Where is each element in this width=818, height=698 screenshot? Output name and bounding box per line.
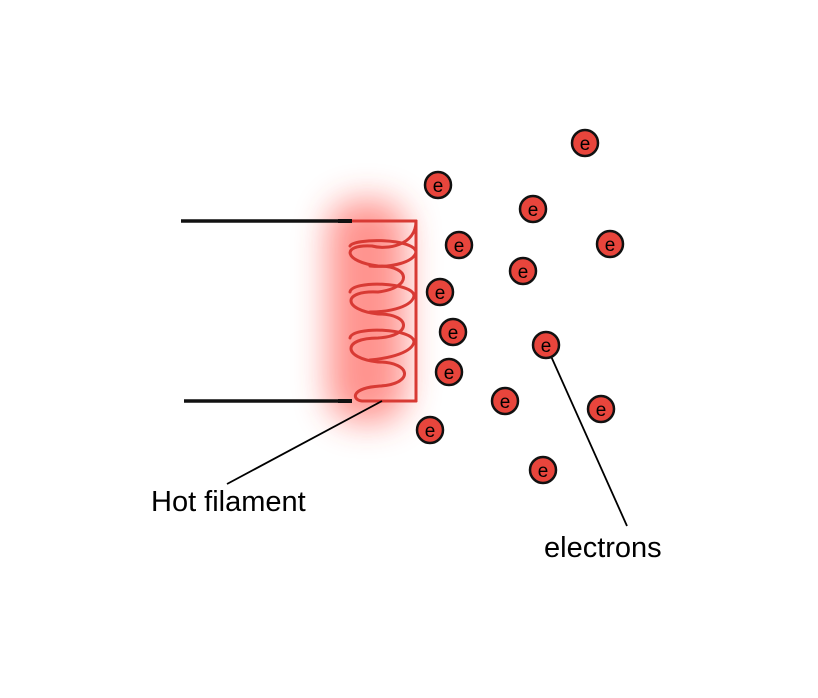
- filament-leader-line: [226, 400, 383, 485]
- electron: e: [423, 170, 453, 200]
- electron: e: [434, 357, 464, 387]
- svg-text:e: e: [580, 134, 591, 155]
- svg-text:e: e: [596, 400, 607, 421]
- electron: e: [528, 455, 558, 485]
- electron: e: [425, 277, 455, 307]
- svg-text:e: e: [444, 363, 455, 384]
- electron: e: [586, 394, 616, 424]
- svg-text:e: e: [454, 236, 465, 257]
- svg-text:e: e: [605, 235, 616, 256]
- electron: e: [531, 330, 561, 360]
- svg-text:e: e: [448, 323, 459, 344]
- svg-text:e: e: [518, 262, 529, 283]
- electron: e: [595, 229, 625, 259]
- svg-text:e: e: [541, 336, 552, 357]
- svg-text:e: e: [538, 461, 549, 482]
- electrons-label: electrons: [544, 532, 662, 564]
- svg-text:e: e: [425, 421, 436, 442]
- svg-text:e: e: [528, 200, 539, 221]
- electron: e: [438, 317, 468, 347]
- electron-group: e e e e e e e e: [415, 128, 625, 485]
- electrons-leader-line: [545, 344, 628, 527]
- electron: e: [518, 194, 548, 224]
- electron: e: [570, 128, 600, 158]
- svg-text:e: e: [433, 176, 444, 197]
- electron: e: [490, 386, 520, 416]
- electron: e: [508, 256, 538, 286]
- electron: e: [415, 415, 445, 445]
- electron: e: [444, 230, 474, 260]
- svg-text:e: e: [435, 283, 446, 304]
- filament-label: Hot filament: [151, 486, 306, 518]
- svg-text:e: e: [500, 392, 511, 413]
- hot-filament-coil: [340, 219, 418, 403]
